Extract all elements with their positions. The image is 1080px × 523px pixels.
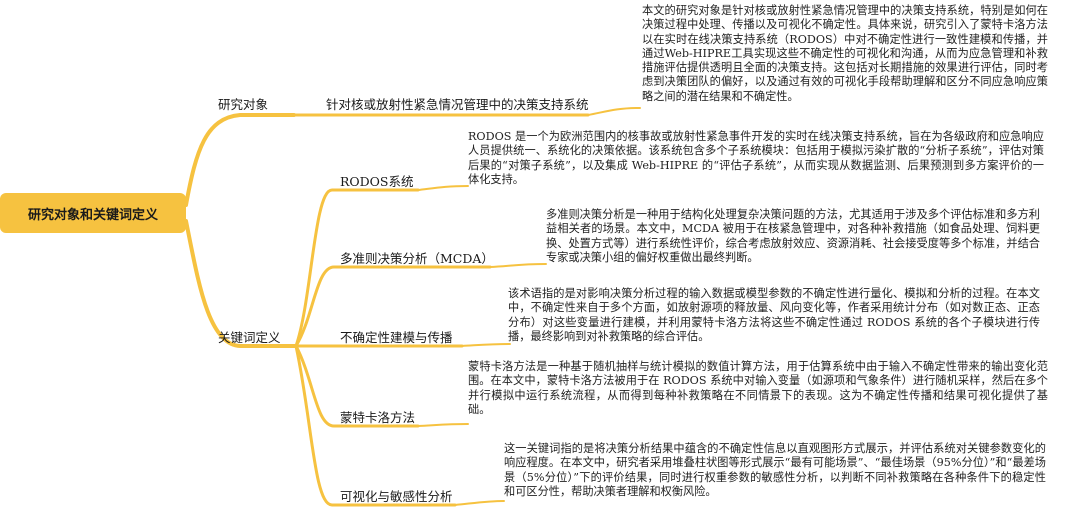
desc-visualization: 这一关键词指的是将决策分析结果中蕴含的不确定性信息以直观图形方式展示，并评估系统… [504, 442, 1046, 498]
node-mcda[interactable]: 多准则决策分析（MCDA） [340, 251, 494, 266]
node-research-object-child[interactable]: 针对核或放射性紧急情况管理中的决策支持系统 [326, 97, 589, 112]
node-uncertainty[interactable]: 不确定性建模与传播 [340, 330, 453, 345]
desc-mcda: 多准则决策分析是一种用于结构化处理复杂决策问题的方法，尤其适用于涉及多个评估标准… [546, 208, 1040, 264]
desc-research-object: 本文的研究对象是针对核或放射性紧急情况管理中的决策支持系统，特别是如何在决策过程… [642, 4, 1048, 103]
connector-montecarlo-desc [417, 423, 469, 427]
desc-rodos: RODOS 是一个为欧洲范围内的核事故或放射性紧急事件开发的实时在线决策支持系统… [468, 130, 1044, 186]
connector-kw-montecarlo [294, 344, 420, 428]
connector-rodos-desc [417, 185, 469, 191]
root-node[interactable]: 研究对象和关键词定义 [0, 193, 186, 233]
node-research-object[interactable]: 研究对象 [218, 97, 269, 112]
desc-uncertainty: 该术语指的是对影响决策分析过程的输入数据或模型参数的不确定性进行量化、模拟和分析… [508, 287, 1041, 343]
connector-kw-visualization [294, 344, 457, 507]
connector-research-desc [587, 107, 641, 116]
connector-mcda-desc [489, 263, 547, 268]
connector-root-research-object [184, 113, 296, 207]
connector-uncertainty-desc [461, 343, 511, 347]
connector-visualization-desc [454, 500, 505, 506]
connector-kw-mcda [294, 265, 492, 348]
node-montecarlo[interactable]: 蒙特卡洛方法 [340, 410, 416, 425]
desc-montecarlo: 蒙特卡洛方法是一种基于随机抽样与统计模拟的数值计算方法，用于估算系统中由于输入不… [468, 360, 1048, 416]
node-keywords[interactable]: 关键词定义 [218, 330, 281, 345]
connector-root-keywords [184, 219, 298, 348]
node-visualization[interactable]: 可视化与敏感性分析 [340, 489, 453, 504]
connector-kw-rodos [294, 188, 420, 348]
node-rodos[interactable]: RODOS系统 [340, 174, 414, 189]
